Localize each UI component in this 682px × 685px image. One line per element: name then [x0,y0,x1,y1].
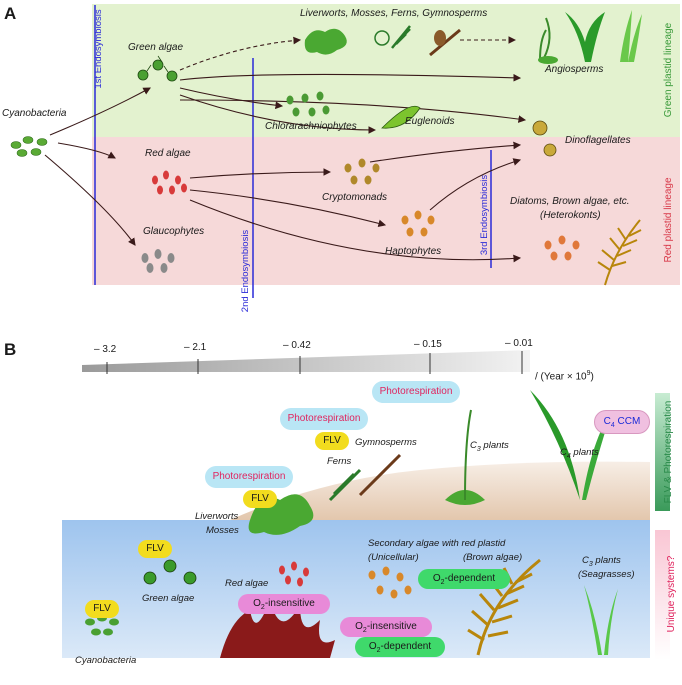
label-green-algae: Green algae [128,42,183,53]
tick-label-2: – 0.42 [283,340,311,351]
label-c3-seagrass: C3 plants [582,555,621,568]
timeline-unit: / (Year × 109) [535,370,594,382]
label-angiosperms: Angiosperms [545,64,603,75]
photorespiration-pill-mosses: Photorespiration [205,466,293,488]
label-seagrasses: (Seagrasses) [578,569,635,580]
label-glaucophytes: Glaucophytes [143,226,204,237]
label-ferns: Ferns [327,456,351,467]
label-green-lineage: Green plastid lineage [663,0,677,140]
label-liverworts: Liverworts [195,511,238,522]
tick-label-0: – 3.2 [94,344,116,355]
flv-pill-mosses: FLV [243,490,277,508]
c4-ccm-pill: C4 CCM [594,410,650,434]
photorespiration-pill-ferns: Photorespiration [280,408,368,430]
label-diatoms: Diatoms, Brown algae, etc. [510,196,630,207]
panel-a-letter: A [4,4,16,24]
tick-label-3: – 0.15 [414,339,442,350]
label-land-plants: Liverworts, Mosses, Ferns, Gymnosperms [300,8,487,19]
label-heterokonts: (Heterokonts) [540,210,601,221]
label-secondary-algae: Secondary algae with red plastid [368,538,505,549]
label-green-algae-b: Green algae [142,593,194,604]
label-cryptomonads: Cryptomonads [322,192,387,203]
label-endosymbiosis-2: 2nd Endosymbiosis [240,211,252,331]
label-side-flv-photorespiration: FLV & Photorespiration [663,387,677,517]
label-chlorarachniophytes: Chlorarachniophytes [265,121,357,132]
label-gymnosperms: Gymnosperms [355,437,417,448]
label-red-algae: Red algae [145,148,191,159]
label-c4-plants: C4 plants [560,447,599,460]
label-side-unique-systems: Unique systems? [666,539,680,649]
label-haptophytes: Haptophytes [385,246,441,257]
label-cyanobacteria-b: Cyanobacteria [75,655,136,666]
o2-dependent-pill-brown: O2-dependent [418,569,510,589]
label-c3-plants: C3 plants [470,440,509,453]
panel-b-letter: B [4,340,16,360]
tick-label-1: – 2.1 [184,342,206,353]
flv-pill-ferns: FLV [315,432,349,450]
label-unicellular: (Unicellular) [368,552,419,563]
o2-insensitive-pill-secondary: O2-insensitive [340,617,432,637]
photorespiration-pill-c3: Photorespiration [372,381,460,403]
label-endosymbiosis-3: 3rd Endosymbiosis [479,155,491,275]
flv-pill-cyanobacteria: FLV [85,600,119,618]
label-mosses: Mosses [206,525,239,536]
label-dinoflagellates: Dinoflagellates [565,135,631,146]
label-endosymbiosis-1: 1st Endosymbiosis [93,0,105,109]
label-euglenoids: Euglenoids [405,116,454,127]
o2-insensitive-pill-red: O2-insensitive [238,594,330,614]
label-red-lineage: Red plastid lineage [663,160,677,280]
label-brown-algae: (Brown algae) [463,552,522,563]
cyanobacteria-cells [11,137,47,157]
label-red-algae-b: Red algae [225,578,268,589]
label-cyanobacteria: Cyanobacteria [2,108,66,119]
o2-dependent-pill-unicellular: O2-dependent [355,637,445,657]
flv-pill-green-algae: FLV [138,540,172,558]
tick-label-4: – 0.01 [505,338,533,349]
timeline-bar [82,350,530,372]
